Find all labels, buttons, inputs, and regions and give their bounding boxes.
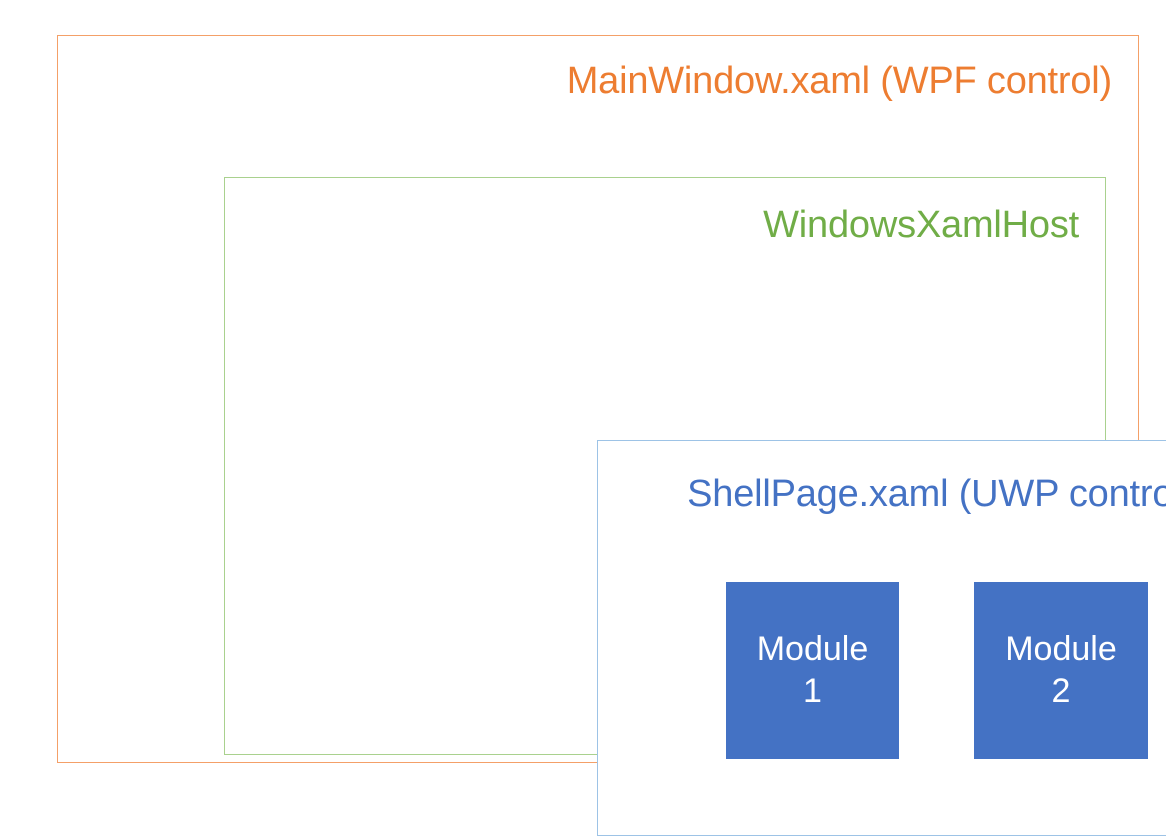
module-box-2: Module 2 [974,582,1148,759]
container-windowsxamlhost: WindowsXamlHost ShellPage.xaml (UWP cont… [224,177,1166,836]
module-box-1-line1: Module [756,630,869,669]
module-box-2-line2: 2 [1051,671,1071,710]
container-mainwindow: MainWindow.xaml (WPF control) WindowsXam… [57,35,1166,836]
diagram-canvas: MainWindow.xaml (WPF control) WindowsXam… [57,35,1166,836]
container-mainwindow-label: MainWindow.xaml (WPF control) [566,60,1113,102]
module-box-1-line2: 1 [803,671,822,710]
module-box-2-line1: Module [1005,630,1117,669]
container-windowsxamlhost-label: WindowsXamlHost [763,204,1079,246]
container-shellpage-label: ShellPage.xaml (UWP control) [687,473,1166,515]
module-box-1: Module 1 [726,582,899,759]
